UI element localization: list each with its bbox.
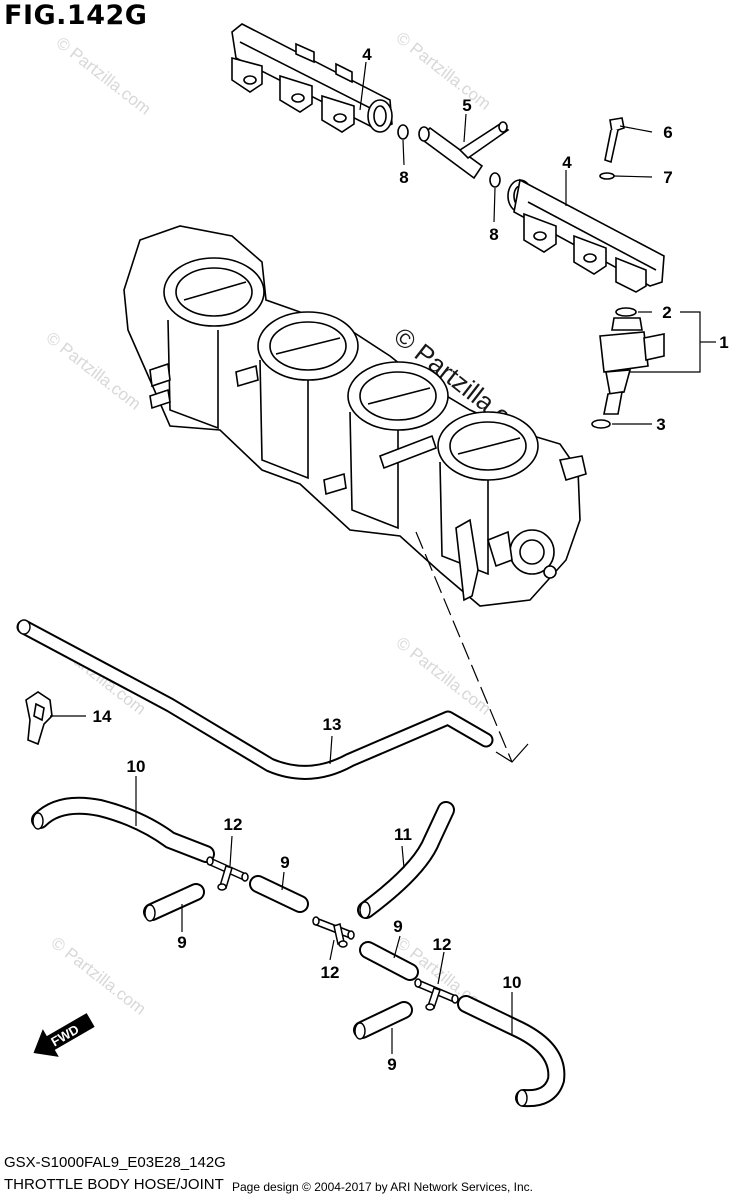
fuel-rail-upper bbox=[231, 23, 393, 133]
fuel-rail-lower bbox=[507, 117, 665, 293]
callout-12-upper: 12 bbox=[224, 815, 243, 834]
callout-5: 5 bbox=[462, 96, 471, 115]
callout-8-right: 8 bbox=[489, 225, 498, 244]
hose-10-upper bbox=[31, 796, 215, 863]
figure-caption: THROTTLE BODY HOSE/JOINT bbox=[4, 1176, 224, 1193]
watermark: © Partzilla.com bbox=[43, 328, 145, 414]
callout-4-upper: 4 bbox=[362, 45, 372, 64]
pointer-line bbox=[415, 531, 513, 763]
t-joint-12-upper bbox=[206, 856, 249, 891]
hose-10-lower bbox=[457, 995, 566, 1108]
callout-12-middle: 12 bbox=[321, 963, 340, 982]
watermark: © Partzilla.com bbox=[393, 28, 495, 114]
figure-title: FIG.142G bbox=[4, 0, 148, 31]
callout-13: 13 bbox=[323, 715, 342, 734]
callout-8-left: 8 bbox=[399, 168, 408, 187]
fwd-arrow-badge: FWD bbox=[33, 1013, 95, 1057]
page-credit: Page design © 2004-2017 by ARI Network S… bbox=[232, 1180, 534, 1194]
callout-4-lower: 4 bbox=[562, 153, 572, 172]
callout-9-middle: 9 bbox=[280, 853, 289, 872]
hose-9-middle bbox=[249, 875, 309, 913]
t-joint-12-lower bbox=[414, 978, 459, 1011]
watermark: © Partzilla.com bbox=[48, 933, 150, 1019]
callout-1: 1 bbox=[719, 333, 728, 352]
fuel-joint-pipe bbox=[397, 121, 510, 188]
callout-numbers: 4 5 8 8 6 7 4 2 1 3 14 13 10 12 9 11 9 1… bbox=[93, 45, 729, 1074]
watermark: © Partzilla.com bbox=[53, 33, 155, 119]
callout-3: 3 bbox=[656, 415, 665, 434]
watermark: © Partzilla.com bbox=[393, 633, 495, 719]
leader-lines bbox=[50, 61, 716, 1054]
callout-10-upper: 10 bbox=[127, 757, 146, 776]
fuel-injector bbox=[591, 307, 665, 429]
t-joint-12-middle bbox=[312, 916, 355, 948]
throttle-body-assembly bbox=[123, 225, 587, 607]
model-code: GSX-S1000FAL9_E03E28_142G bbox=[4, 1154, 226, 1171]
callout-14: 14 bbox=[93, 707, 112, 726]
hose-13 bbox=[16, 619, 494, 780]
hose-11 bbox=[357, 801, 455, 919]
callout-11: 11 bbox=[394, 825, 412, 844]
callout-7: 7 bbox=[663, 168, 672, 187]
clamp-14 bbox=[25, 691, 53, 746]
callout-9-left: 9 bbox=[177, 933, 186, 952]
pointer-tick bbox=[495, 743, 529, 763]
callout-2: 2 bbox=[662, 303, 671, 322]
hose-9-bottom bbox=[353, 1001, 413, 1040]
callout-12-lower: 12 bbox=[433, 935, 452, 954]
hose-9-right bbox=[359, 941, 419, 981]
callout-9-right: 9 bbox=[393, 917, 402, 936]
callout-10-lower: 10 bbox=[503, 973, 522, 992]
callout-9-bottom: 9 bbox=[387, 1055, 396, 1074]
callout-6: 6 bbox=[663, 123, 672, 142]
hose-9-left bbox=[143, 883, 205, 922]
